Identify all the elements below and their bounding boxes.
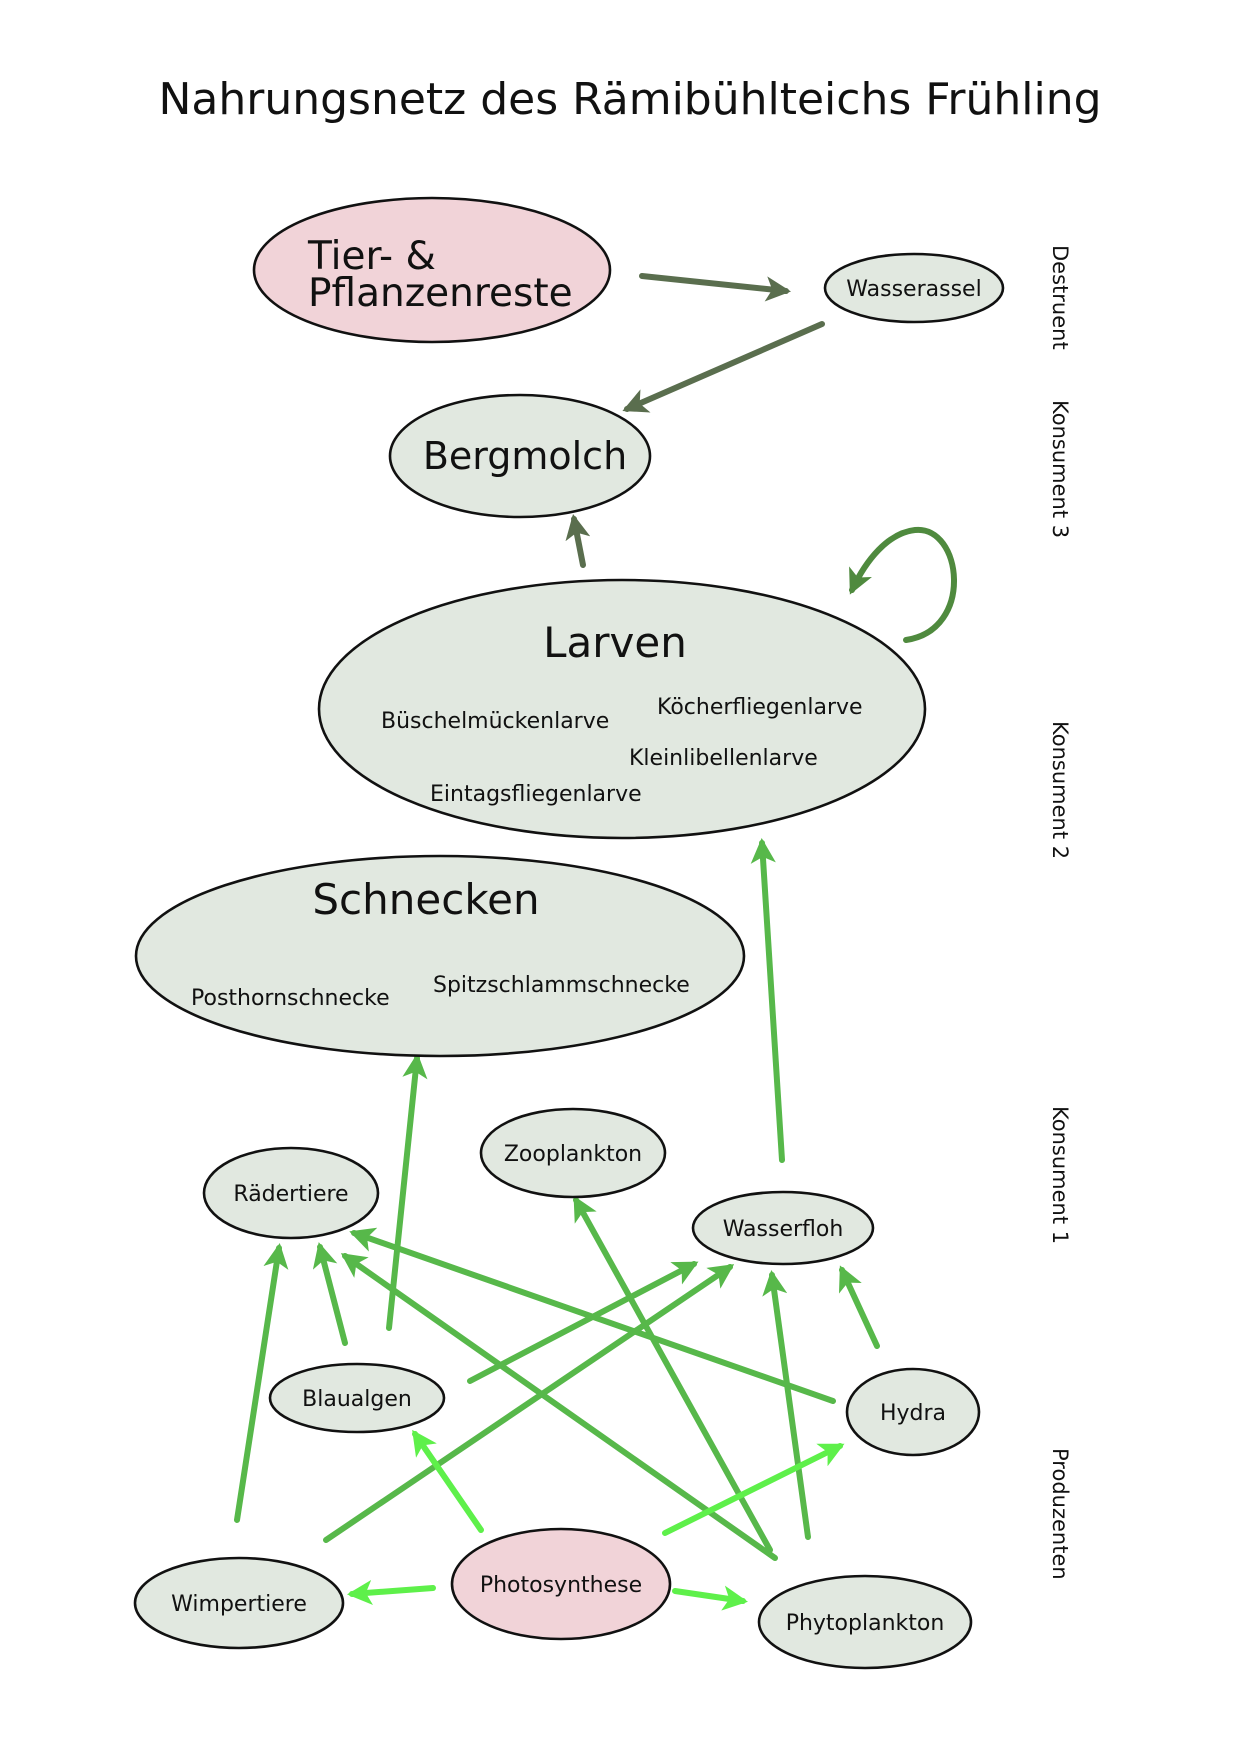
arrow-wasserfloh-to-larven bbox=[750, 837, 785, 1163]
arrow-photosynthese-to-wimpertiere bbox=[346, 1579, 436, 1606]
node-zooplankton: Zooplankton bbox=[479, 1107, 667, 1199]
larven-member-bueschelmueckenlarve: Büschelmückenlarve bbox=[381, 709, 609, 734]
level-label-konsument1: Konsument 1 bbox=[1048, 1106, 1072, 1244]
arrows bbox=[234, 273, 957, 1611]
node-schnecken: Schnecken Posthornschnecke Spitzschlamms… bbox=[134, 854, 746, 1058]
arrow-photosynthese-to-phytoplankton bbox=[672, 1585, 748, 1611]
node-label-reste-line2: Pflanzenreste bbox=[308, 271, 573, 316]
level-label-konsument3: Konsument 3 bbox=[1048, 400, 1072, 538]
level-label-destruent: Destruent bbox=[1048, 245, 1072, 350]
arrow-phytoplankton-to-wasserfloh bbox=[762, 1270, 811, 1540]
node-label-raedertiere: Rädertiere bbox=[233, 1182, 348, 1207]
arrow-blaualgen-to-schnecken bbox=[386, 1052, 428, 1331]
node-wimpertiere: Wimpertiere bbox=[133, 1556, 345, 1650]
node-label-wasserassel: Wasserassel bbox=[846, 277, 981, 302]
larven-member-kleinlibellenlarve: Kleinlibellenlarve bbox=[629, 746, 818, 771]
node-hydra: Hydra bbox=[845, 1367, 981, 1457]
level-label-produzenten: Produzenten bbox=[1048, 1448, 1072, 1580]
node-label-schnecken: Schnecken bbox=[312, 875, 539, 924]
diagram-title: Nahrungsnetz des Rämibühlteichs Frühling bbox=[158, 74, 1101, 125]
level-labels: Destruent Konsument 3 Konsument 2 Konsum… bbox=[1048, 245, 1072, 1580]
node-label-wimpertiere: Wimpertiere bbox=[171, 1592, 307, 1617]
node-larven: Larven Büschelmückenlarve Köcherfliegenl… bbox=[317, 578, 927, 840]
node-label-zooplankton: Zooplankton bbox=[504, 1142, 642, 1167]
node-photosynthese: Photosynthese bbox=[450, 1527, 672, 1641]
node-label-hydra: Hydra bbox=[880, 1401, 946, 1426]
node-wasserfloh: Wasserfloh bbox=[691, 1190, 875, 1266]
node-label-phytoplankton: Phytoplankton bbox=[786, 1611, 945, 1636]
arrow-reste-to-wasserassel bbox=[639, 273, 792, 302]
arrow-wasserassel-to-bergmolch bbox=[622, 321, 825, 413]
schnecken-member-posthornschnecke: Posthornschnecke bbox=[191, 986, 390, 1011]
node-label-larven: Larven bbox=[543, 618, 687, 667]
node-label-photosynthese: Photosynthese bbox=[480, 1573, 642, 1598]
node-label-bergmolch: Bergmolch bbox=[423, 434, 627, 478]
arrow-wimpertiere-to-raedertiere bbox=[234, 1243, 289, 1523]
arrow-photosynthese-to-hydra bbox=[662, 1443, 845, 1536]
arrow-wimpertiere-to-wasserfloh bbox=[323, 1264, 735, 1543]
arrow-hydra-to-wasserfloh bbox=[838, 1265, 880, 1349]
node-label-blaualgen: Blaualgen bbox=[302, 1387, 412, 1412]
node-wasserassel: Wasserassel bbox=[823, 252, 1005, 324]
arrow-blaualgen-to-wasserfloh bbox=[467, 1261, 699, 1384]
arrow-phytoplankton-to-zooplankton bbox=[573, 1195, 773, 1553]
larven-member-koecherfliegenlarve: Köcherfliegenlarve bbox=[657, 695, 863, 720]
node-bergmolch: Bergmolch bbox=[388, 393, 652, 519]
larven-member-eintagsfliegenlarve: Eintagsfliegenlarve bbox=[430, 782, 642, 807]
node-tier-pflanzenreste: Tier- & Pflanzenreste bbox=[252, 196, 612, 344]
node-phytoplankton: Phytoplankton bbox=[757, 1574, 973, 1670]
schnecken-member-spitzschlammschnecke: Spitzschlammschnecke bbox=[433, 973, 690, 998]
arrow-blaualgen-to-raedertiere bbox=[312, 1242, 348, 1346]
node-label-wasserfloh: Wasserfloh bbox=[723, 1217, 844, 1242]
arrow-larven-to-bergmolch bbox=[565, 514, 591, 568]
level-label-konsument2: Konsument 2 bbox=[1048, 721, 1072, 859]
arrow-photosynthese-to-blaualgen bbox=[412, 1429, 484, 1533]
arrow-phytoplankton-to-raedertiere bbox=[340, 1253, 778, 1561]
arrow-larven-self-loop bbox=[849, 526, 957, 643]
node-label-reste-line1: Tier- & bbox=[307, 234, 436, 279]
node-blaualgen: Blaualgen bbox=[268, 1362, 446, 1434]
node-raedertiere: Rädertiere bbox=[202, 1146, 380, 1240]
